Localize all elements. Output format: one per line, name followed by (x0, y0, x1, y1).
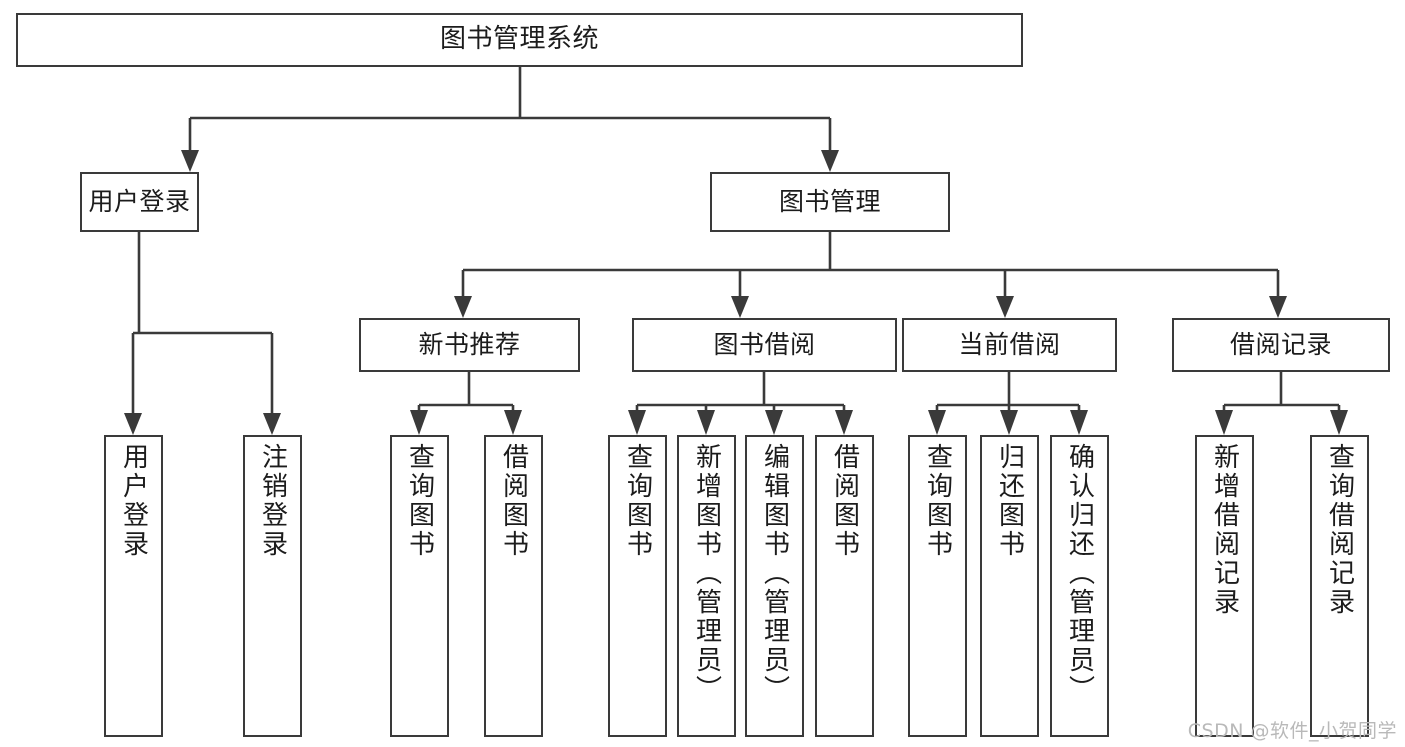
arrow-user-login-leaf2 (263, 413, 281, 435)
arrow-bb-leaf4 (835, 410, 853, 435)
node-root-system[interactable]: 图书管理系统 (16, 13, 1023, 67)
node-label: 新增借阅记录 (1209, 443, 1240, 617)
leaf-currentborrow-confirm-return[interactable]: 确认归还（管理员） (1050, 435, 1109, 737)
node-label: 借阅记录 (1229, 329, 1332, 359)
watermark-text: CSDN @软件_小贺同学 (1187, 720, 1397, 742)
node-label: 新增图书（管理员） (691, 443, 722, 704)
arrow-bb-leaf3 (765, 410, 783, 435)
arrow-br-leaf2 (1330, 410, 1348, 435)
leaf-newbook-borrow-book[interactable]: 借阅图书 (484, 435, 543, 737)
node-label: 查询图书 (922, 443, 953, 559)
node-user-login[interactable]: 用户登录 (80, 172, 199, 232)
arrow-user-login-leaf1 (124, 413, 142, 435)
arrow-to-book-borrow (731, 296, 749, 318)
node-label: 注销登录 (257, 443, 288, 559)
node-label: 确认归还（管理员） (1064, 443, 1095, 704)
leaf-bookborrow-edit-book[interactable]: 编辑图书（管理员） (745, 435, 804, 737)
leaf-currentborrow-query-book[interactable]: 查询图书 (908, 435, 967, 737)
leaf-newbook-query-book[interactable]: 查询图书 (390, 435, 449, 737)
node-borrow-record[interactable]: 借阅记录 (1172, 318, 1390, 372)
leaf-user-login-signin[interactable]: 用户登录 (104, 435, 163, 737)
arrow-to-borrow-record (1269, 296, 1287, 318)
node-label: 图书管理系统 (439, 24, 599, 55)
node-current-borrow[interactable]: 当前借阅 (902, 318, 1117, 372)
arrow-to-user-login (181, 150, 199, 172)
arrow-nb-leaf1 (410, 410, 428, 435)
node-label: 查询图书 (404, 443, 435, 559)
node-label: 归还图书 (994, 443, 1025, 559)
arrow-br-leaf1 (1215, 410, 1233, 435)
node-new-book-recommend[interactable]: 新书推荐 (359, 318, 580, 372)
leaf-borrowrecord-add-record[interactable]: 新增借阅记录 (1195, 435, 1254, 737)
arrow-bb-leaf2 (697, 410, 715, 435)
node-label: 查询图书 (622, 443, 653, 559)
node-label: 新书推荐 (418, 329, 521, 359)
node-label: 图书借阅 (713, 329, 816, 359)
arrow-to-book-mgmt (821, 150, 839, 172)
arrow-to-new-book (454, 296, 472, 318)
leaf-bookborrow-add-book[interactable]: 新增图书（管理员） (677, 435, 736, 737)
node-book-borrow[interactable]: 图书借阅 (632, 318, 897, 372)
arrow-nb-leaf2 (504, 410, 522, 435)
arrow-cb-leaf3 (1070, 410, 1088, 435)
node-label: 用户登录 (88, 186, 191, 216)
node-label: 编辑图书（管理员） (759, 443, 790, 704)
node-book-management[interactable]: 图书管理 (710, 172, 950, 232)
node-label: 借阅图书 (829, 443, 860, 559)
node-label: 用户登录 (118, 443, 149, 559)
node-label: 查询借阅记录 (1324, 443, 1355, 617)
leaf-user-login-signout[interactable]: 注销登录 (243, 435, 302, 737)
node-label: 当前借阅 (958, 329, 1061, 359)
arrow-bb-leaf1 (628, 410, 646, 435)
arrow-to-current-borrow (996, 296, 1014, 318)
node-label: 借阅图书 (498, 443, 529, 559)
leaf-currentborrow-return-book[interactable]: 归还图书 (980, 435, 1039, 737)
arrow-cb-leaf1 (928, 410, 946, 435)
arrow-cb-leaf2 (1000, 410, 1018, 435)
leaf-borrowrecord-query-record[interactable]: 查询借阅记录 (1310, 435, 1369, 737)
node-label: 图书管理 (778, 186, 881, 216)
leaf-bookborrow-borrow-book[interactable]: 借阅图书 (815, 435, 874, 737)
leaf-bookborrow-query-book[interactable]: 查询图书 (608, 435, 667, 737)
